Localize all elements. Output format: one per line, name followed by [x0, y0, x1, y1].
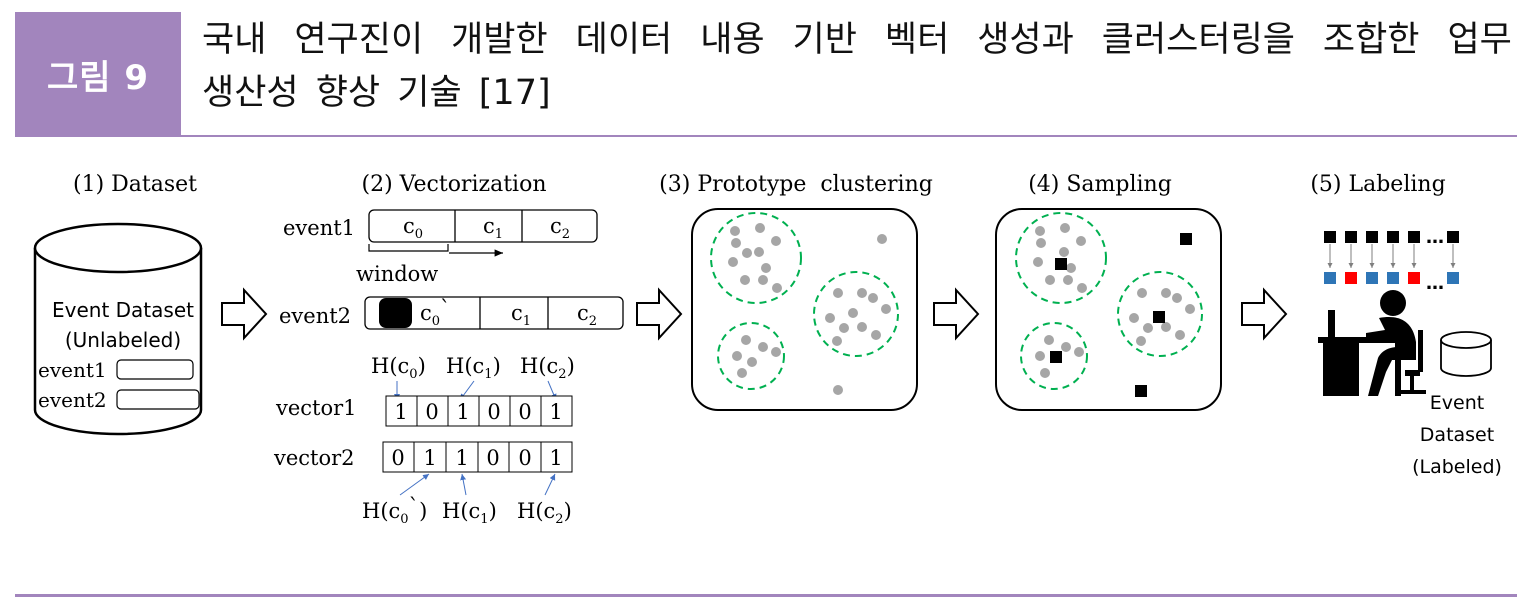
- dataset-title: Event Dataset: [52, 298, 194, 322]
- step-title-dataset: (1) Dataset: [73, 172, 197, 197]
- vector2-bits: 0 1 1 0 0 1: [382, 441, 573, 473]
- caption-word: 연구진이: [294, 20, 424, 60]
- cluster-points: [1033, 223, 1195, 378]
- dataset-row-label: event2: [38, 388, 107, 412]
- arrow-right-icon: [221, 287, 268, 341]
- labeled-dataset-line2: Dataset: [1420, 424, 1494, 446]
- labeled-dataset-line3: (Labeled): [1412, 456, 1502, 478]
- label-square: [1447, 272, 1459, 284]
- caption-word: 개발한: [451, 20, 548, 60]
- vector1-label: vector1: [275, 396, 357, 420]
- ellipsis: …: [1426, 273, 1444, 294]
- vector-bit: 0: [391, 446, 404, 470]
- step-title-clustering: (3) Prototype clustering: [659, 172, 933, 197]
- event1-bar: [368, 209, 598, 243]
- caption-line-2: 생산성 향상 기술 [17]: [202, 73, 551, 113]
- cluster-ring-icon: [717, 322, 785, 390]
- database-icon: [33, 222, 203, 436]
- header-rule: [15, 135, 1517, 137]
- cluster-points: [728, 223, 891, 395]
- event1-label: event1: [283, 216, 355, 240]
- label-square: [1408, 272, 1420, 284]
- dataset-row-label: event1: [38, 358, 107, 382]
- hash-label: H(c1): [446, 354, 501, 382]
- figure-badge: 그림 9: [15, 12, 181, 136]
- caption-word: 조합한: [1322, 20, 1420, 60]
- label-squares: [1324, 272, 1459, 284]
- event1-chunk: c2: [550, 214, 570, 242]
- vector-bit: 0: [425, 400, 438, 424]
- label-square: [1366, 272, 1378, 284]
- event2-chunk: c2: [577, 301, 597, 329]
- vector-bit: 0: [518, 400, 531, 424]
- vector-bit: 1: [549, 446, 562, 470]
- cluster-ring-icon: [1015, 212, 1107, 304]
- label-square: [1345, 272, 1357, 284]
- cluster-ring-icon: [710, 212, 802, 304]
- window-label: window: [356, 262, 438, 286]
- event2-label: event2: [279, 304, 351, 328]
- caption-word: 내용: [700, 20, 765, 60]
- labeling-samples: …: [1324, 227, 1459, 268]
- arrow-right-icon: [1241, 287, 1288, 341]
- hash-label: H(c2): [520, 354, 575, 382]
- caption-word: 업무: [1447, 20, 1512, 60]
- vector-bit: 1: [394, 400, 407, 424]
- label-square: [1387, 272, 1399, 284]
- event1-chunk: c1: [483, 214, 503, 242]
- cluster-ring-icon: [813, 271, 899, 357]
- caption-word: 클러스터링을: [1101, 20, 1295, 60]
- vector-bit: 0: [487, 400, 500, 424]
- caption-word: 생성과: [977, 20, 1074, 60]
- modified-token-mark: [379, 298, 412, 328]
- user-at-desk-icon: [1318, 290, 1426, 396]
- event2-chunk: c1: [511, 301, 531, 329]
- caption-word: 기반: [792, 20, 857, 60]
- cluster-ring-icon: [1117, 271, 1203, 357]
- vector-bit: 1: [455, 446, 468, 470]
- event1-chunk: c0: [403, 214, 423, 242]
- step-title-labeling: (5) Labeling: [1310, 172, 1445, 197]
- step-title-vectorization: (2) Vectorization: [361, 172, 546, 197]
- arrow-right-icon: [636, 287, 683, 341]
- vector-bit: 0: [518, 446, 531, 470]
- figure-caption: 국내 연구진이 개발한 데이터 내용 기반 벡터 생성과 클러스터링을 조합한 …: [202, 14, 1512, 120]
- vector-bit: 0: [486, 446, 499, 470]
- vector-bit: 1: [456, 400, 469, 424]
- cluster-ring-icon: [1020, 322, 1088, 390]
- labeled-dataset-title: Event: [1430, 392, 1484, 414]
- arrow-right-icon: [933, 287, 980, 341]
- dataset-row-box: [116, 359, 194, 380]
- label-square: [1324, 272, 1336, 284]
- sampled-points: [1050, 233, 1192, 397]
- footer-rule: [15, 594, 1517, 597]
- window-bracket: [368, 244, 449, 252]
- vector-bit: 1: [549, 400, 562, 424]
- vector-bit: 1: [423, 446, 436, 470]
- dataset-subtitle: (Unlabeled): [65, 328, 181, 352]
- hash-label: H(c2): [517, 499, 572, 527]
- ellipsis: …: [1426, 227, 1444, 248]
- caption-word: 벡터: [884, 20, 950, 60]
- hash-label: H(c0): [371, 354, 426, 382]
- step-title-sampling: (4) Sampling: [1028, 172, 1172, 197]
- hash-label: H(c0`): [362, 495, 427, 527]
- vector1-bits: 1 0 1 0 0 1: [385, 395, 573, 427]
- caption-line-1: 국내 연구진이 개발한 데이터 내용 기반 벡터 생성과 클러스터링을 조합한 …: [202, 14, 1512, 67]
- caption-word: 국내: [202, 20, 267, 60]
- database-icon: [1440, 331, 1492, 377]
- vector2-label: vector2: [273, 446, 355, 470]
- dataset-row-box: [116, 389, 200, 410]
- caption-word: 데이터: [575, 20, 673, 60]
- event2-bar: [364, 296, 624, 330]
- event2-chunk: c0`: [420, 297, 451, 329]
- hash-label: H(c1): [442, 499, 497, 527]
